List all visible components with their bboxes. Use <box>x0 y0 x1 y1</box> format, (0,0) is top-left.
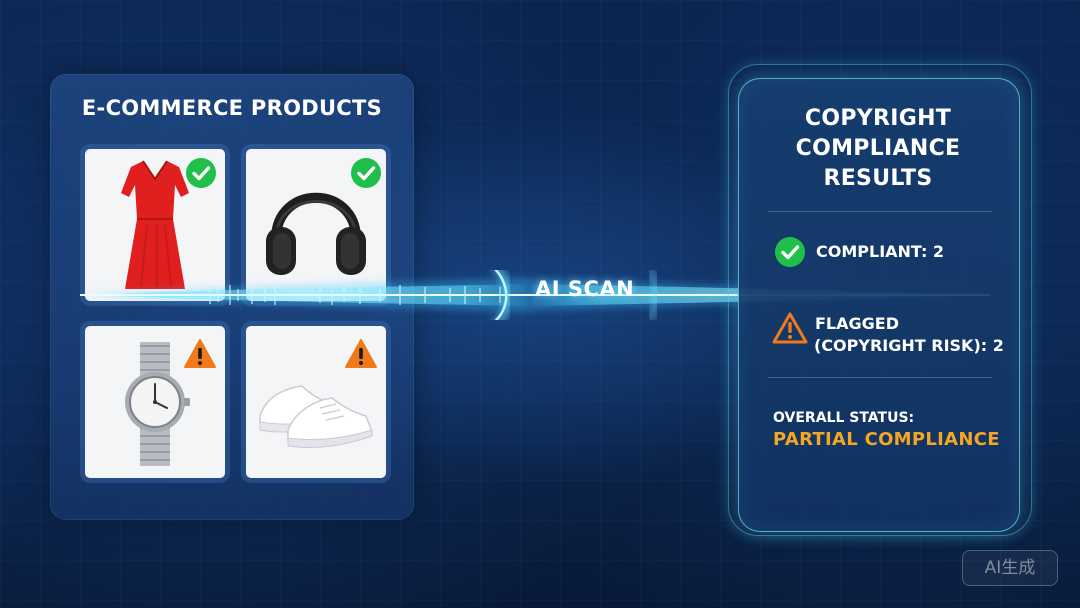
product-card-sneakers[interactable] <box>246 326 386 478</box>
watch-image <box>125 342 190 466</box>
results-panel-outer-frame <box>728 64 1032 536</box>
product-card-headphones[interactable] <box>246 149 386 301</box>
product-card-watch[interactable] <box>85 326 225 478</box>
results-title-line-2: COMPLIANCE <box>795 136 961 161</box>
results-divider-top <box>768 211 992 212</box>
product-card-dress[interactable] <box>85 149 225 301</box>
check-icon <box>186 158 216 188</box>
warning-icon <box>772 312 808 344</box>
flagged-label-line-1: FLAGGED <box>815 314 899 333</box>
results-panel <box>738 78 1020 532</box>
warning-icon <box>345 339 377 368</box>
flagged-count: FLAGGED (COPYRIGHT RISK): 2 <box>814 313 1004 357</box>
ai-generated-watermark: AI生成 <box>962 550 1058 586</box>
check-icon <box>775 237 805 267</box>
dress-image <box>121 160 189 289</box>
sneakers-image <box>259 385 373 448</box>
overall-status-value: PARTIAL COMPLIANCE <box>773 429 1000 450</box>
results-title-line-1: COPYRIGHT <box>804 106 952 131</box>
warning-icon <box>184 339 216 368</box>
ai-scan-label: AI SCAN <box>535 277 635 301</box>
headphones-image <box>266 192 366 275</box>
results-title-line-3: RESULTS <box>823 166 933 191</box>
overall-status-label: OVERALL STATUS: <box>773 410 915 426</box>
compliant-count: COMPLIANT: 2 <box>816 242 945 261</box>
results-title: COPYRIGHT COMPLIANCE RESULTS <box>738 104 1018 194</box>
products-title: E-COMMERCE PRODUCTS <box>81 96 383 120</box>
check-icon <box>351 158 381 188</box>
flagged-label-line-2: (COPYRIGHT RISK): 2 <box>814 336 1004 355</box>
results-divider-bottom <box>768 377 992 378</box>
